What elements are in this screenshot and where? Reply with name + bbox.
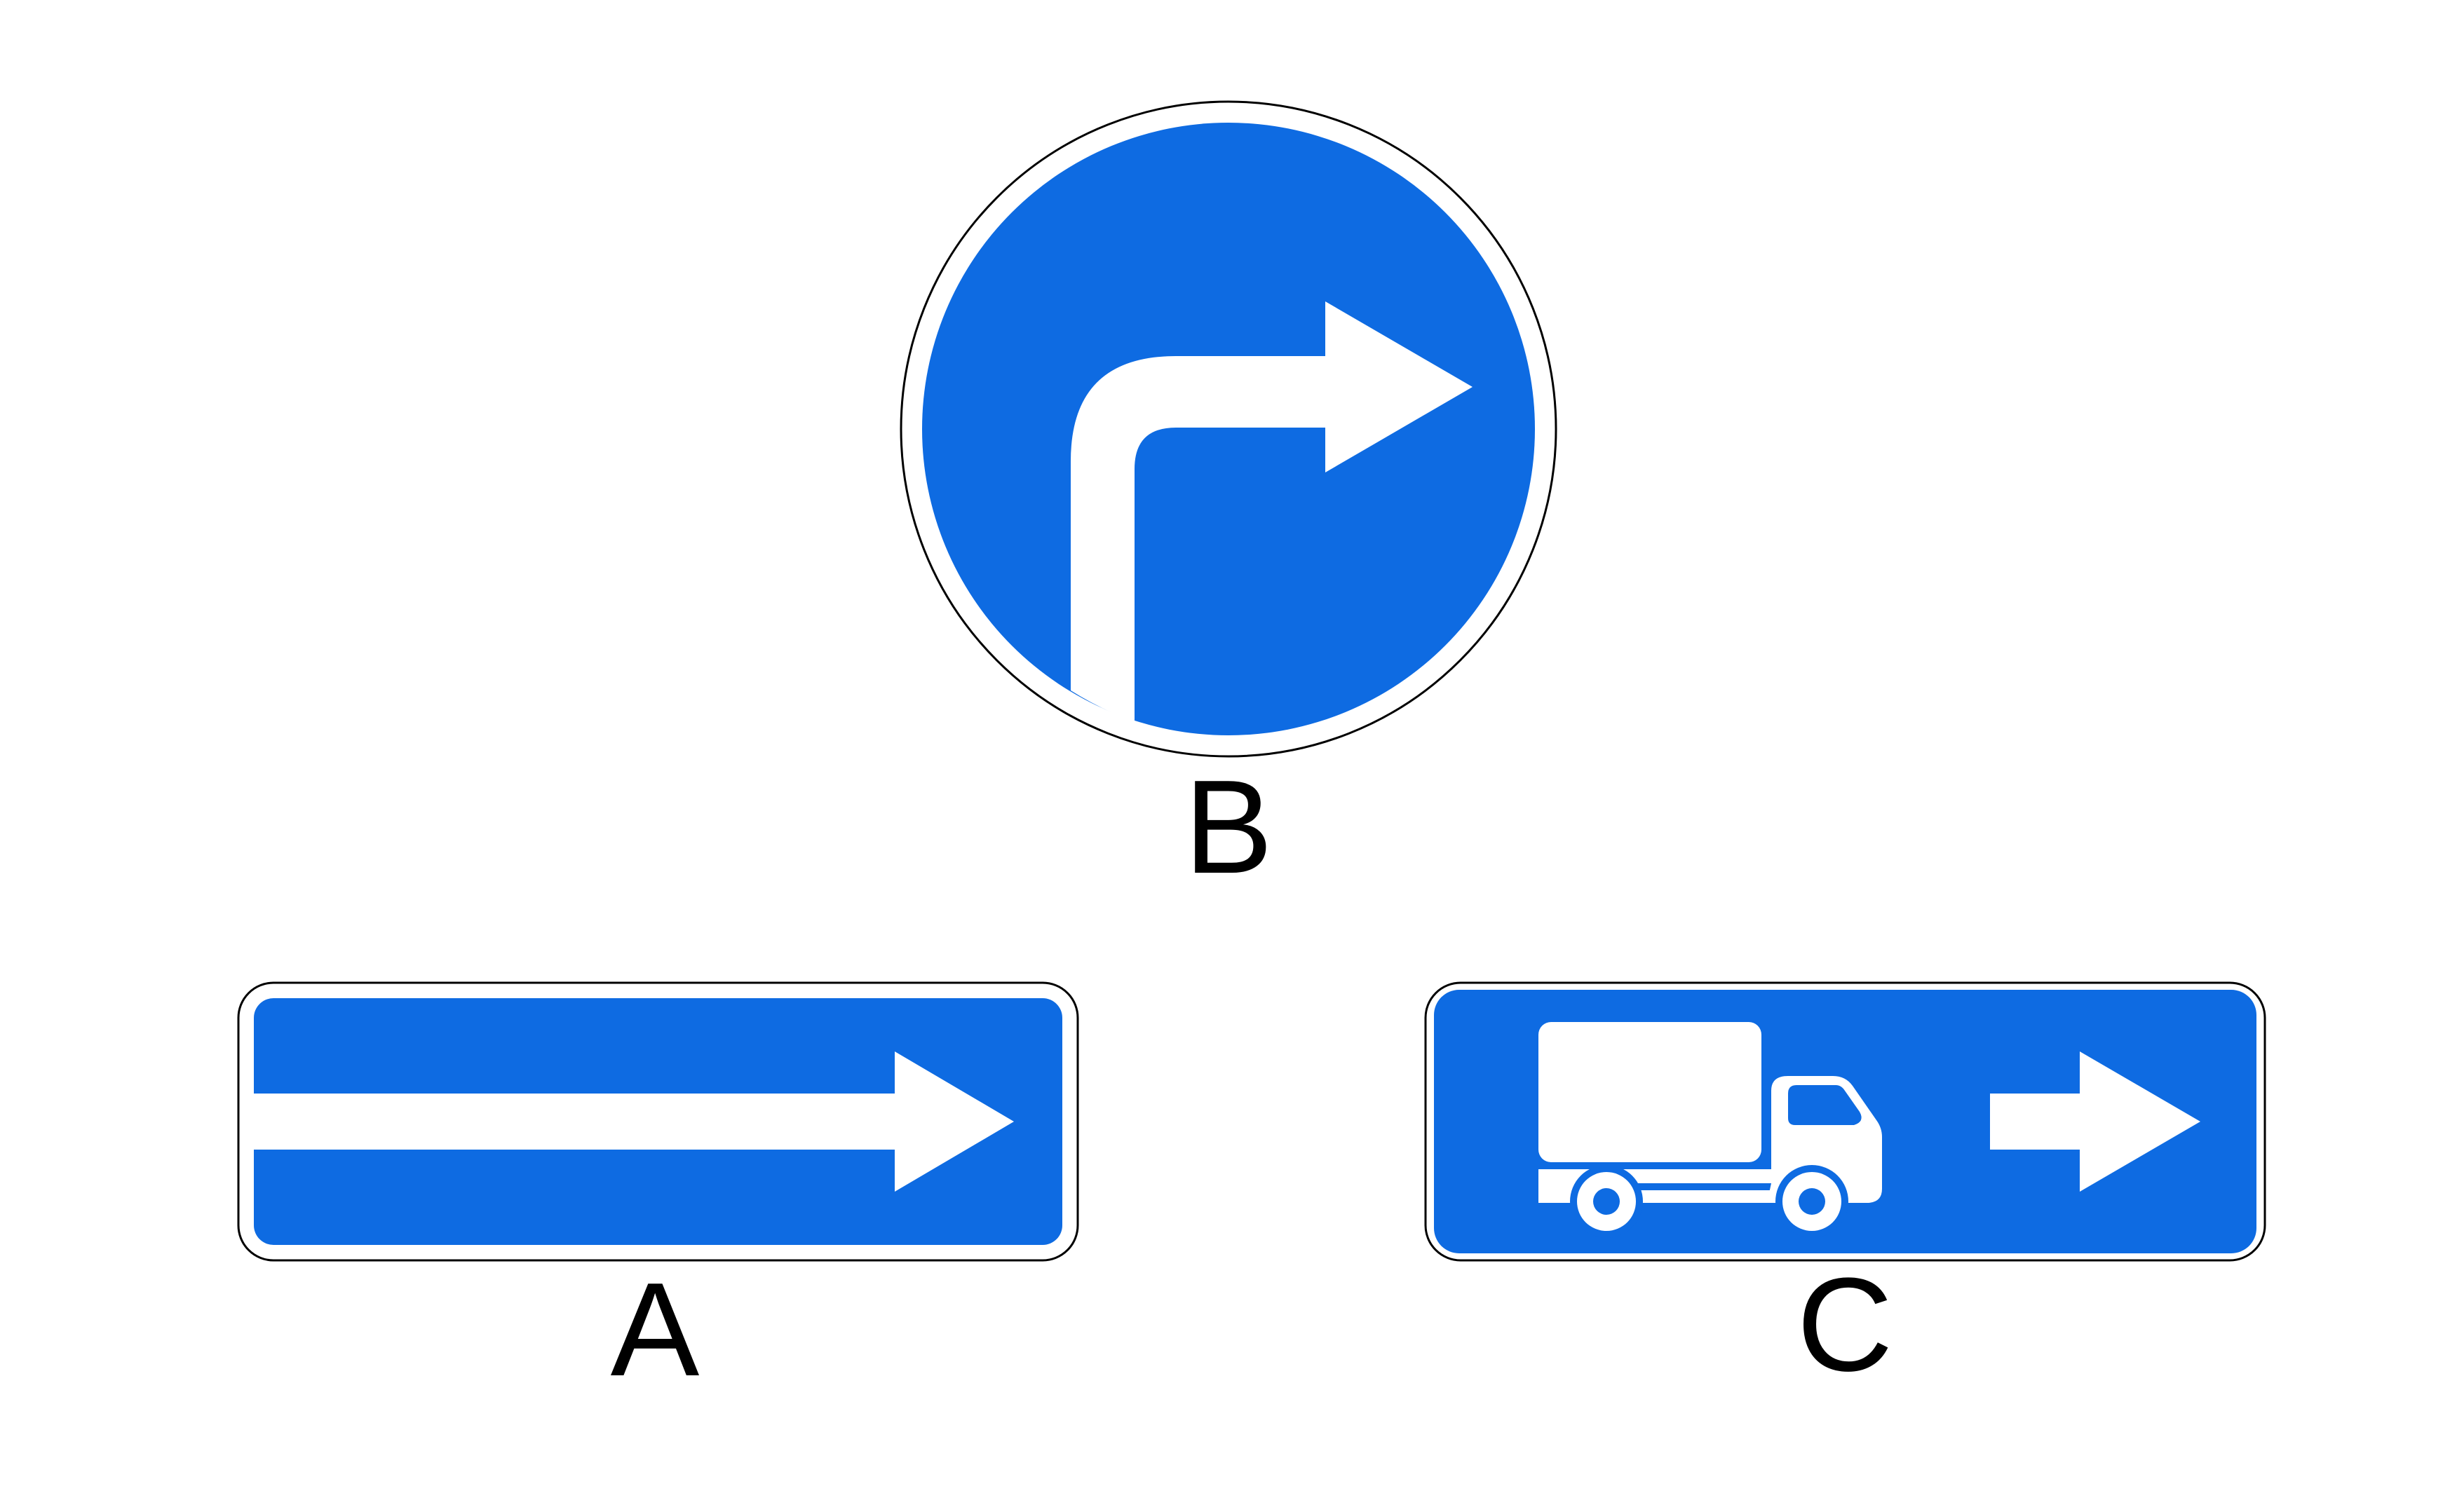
sign-c: C xyxy=(1424,981,2266,1399)
right-arrow-icon xyxy=(1990,1051,2200,1192)
sign-c-label: C xyxy=(1796,1251,1893,1399)
sign-a: A xyxy=(237,981,1079,1404)
straight-right-arrow-icon xyxy=(254,1051,1014,1192)
truck-icon xyxy=(1538,1022,1882,1238)
sign-b: B xyxy=(900,100,1557,901)
sign-b-face xyxy=(922,123,1535,735)
sign-b-label: B xyxy=(1184,753,1273,901)
turn-right-arrow-icon xyxy=(1071,301,1473,722)
sign-a-label: A xyxy=(611,1255,700,1404)
